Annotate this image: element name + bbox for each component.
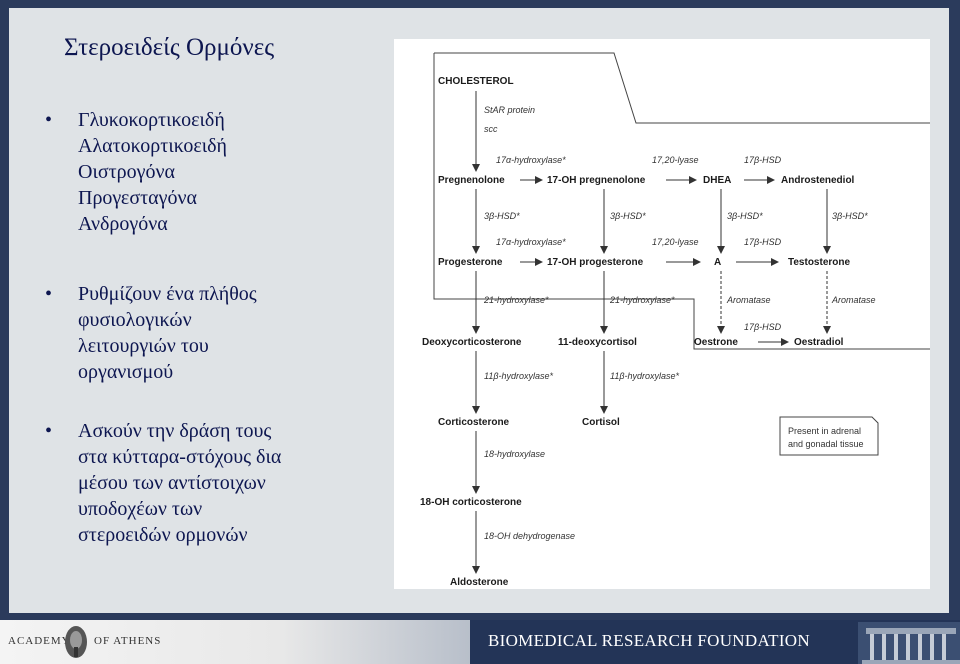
compound-a: A (714, 257, 721, 268)
legend-line: and gonadal tissue (788, 439, 864, 449)
bullet-line: Οιστρογόνα (78, 161, 175, 183)
enzyme-3b-hsd: 3β-HSD* (832, 211, 868, 221)
legend-line: Present in adrenal (788, 426, 861, 436)
enzyme-17a-hydroxylase: 17α-hydroxylase* (496, 155, 566, 165)
enzyme-17b-hsd: 17β-HSD (744, 155, 782, 165)
compound-aldosterone: Aldosterone (450, 577, 509, 588)
slide: Στεροειδείς Ορμόνες • Γλυκοκορτικοειδή Α… (9, 8, 949, 613)
enzyme-11b-hydroxylase: 11β-hydroxylase* (610, 371, 680, 381)
bullet-line: Ασκούν την δράση τους (78, 420, 272, 442)
compound-oestrone: Oestrone (694, 337, 738, 348)
enzyme-21-hydroxylase: 21-hydroxylase* (483, 295, 549, 305)
enzyme-aromatase: Aromatase (831, 295, 876, 305)
enzyme-21-hydroxylase: 21-hydroxylase* (609, 295, 675, 305)
compound-17oh-progesterone: 17-OH progesterone (547, 257, 644, 268)
slide-title: Στεροειδείς Ορμόνες (64, 34, 275, 61)
bullet-line: οργανισμού (78, 361, 174, 383)
enzyme-scc: scc (484, 124, 498, 134)
compound-testosterone: Testosterone (788, 257, 850, 268)
enzyme-18oh-dehydrogenase: 18-OH dehydrogenase (484, 531, 575, 541)
enzyme-aromatase: Aromatase (726, 295, 771, 305)
academy-text-left: ACADEMY (8, 635, 71, 647)
bullet-line: στεροειδών ορμονών (78, 524, 248, 546)
compound-cholesterol: CHOLESTEROL (438, 76, 514, 87)
bullet-symbol: • (45, 109, 53, 131)
diagram-svg: CHOLESTEROL Pregnenolone 17-OH pregnenol… (420, 52, 930, 588)
footer-bar: ACADEMY OF ATHENS BIOMEDICAL RESEARCH FO… (0, 620, 960, 664)
compound-cortisol: Cortisol (582, 417, 620, 428)
compound-progesterone: Progesterone (438, 257, 503, 268)
enzyme-18-hydroxylase: 18-hydroxylase (484, 449, 545, 459)
bullet-line: στα κύτταρα-στόχους δια (78, 446, 282, 468)
academy-text-right: OF ATHENS (94, 635, 162, 647)
enzyme-3b-hsd: 3β-HSD* (610, 211, 646, 221)
bullet-symbol: • (45, 420, 53, 442)
bullet-symbol: • (45, 283, 53, 305)
enzyme-17-20-lyase: 17,20-lyase (652, 237, 699, 247)
bullet-line: Προγεσταγόνα (78, 187, 197, 209)
compound-corticosterone: Corticosterone (438, 417, 510, 428)
academy-banner: ACADEMY OF ATHENS (0, 620, 470, 664)
enzyme-11b-hydroxylase: 11β-hydroxylase* (484, 371, 554, 381)
bullet-line: Ανδρογόνα (78, 213, 168, 235)
steroidogenesis-diagram: CHOLESTEROL Pregnenolone 17-OH pregnenol… (394, 39, 930, 589)
adrenal-gonadal-region-outline (433, 52, 930, 350)
athena-logo-icon (65, 626, 87, 658)
compound-deoxycorticosterone: Deoxycorticosterone (422, 337, 522, 348)
bullet-line: μέσου των αντίστοιχων (78, 472, 266, 494)
compound-18oh-corticosterone: 18-OH corticosterone (420, 497, 522, 508)
compound-dhea: DHEA (703, 175, 731, 186)
bullet-line: λειτουργιών του (78, 335, 209, 357)
bullet-line: φυσιολογικών (78, 309, 192, 331)
enzyme-star-protein: StAR protein (484, 105, 535, 115)
compound-oestradiol: Oestradiol (794, 337, 844, 348)
foundation-name: BIOMEDICAL RESEARCH FOUNDATION (488, 631, 810, 650)
enzyme-3b-hsd: 3β-HSD* (484, 211, 520, 221)
legend-box: Present in adrenal and gonadal tissue (779, 416, 879, 456)
enzyme-17b-hsd: 17β-HSD (744, 237, 782, 247)
bullet-line: Γλυκοκορτικοειδή (78, 109, 225, 131)
enzyme-3b-hsd: 3β-HSD* (727, 211, 763, 221)
bullet-line: υποδοχέων των (78, 498, 203, 520)
compound-pregnenolone: Pregnenolone (438, 175, 505, 186)
building-icon (858, 622, 960, 664)
enzyme-17-20-lyase: 17,20-lyase (652, 155, 699, 165)
bullet-line: Αλατοκορτικοειδή (78, 135, 227, 157)
compound-11-deoxycortisol: 11-deoxycortisol (558, 337, 637, 348)
enzyme-17a-hydroxylase: 17α-hydroxylase* (496, 237, 566, 247)
bullet-line: Ρυθμίζουν ένα πλήθος (78, 283, 257, 305)
compound-17oh-pregnenolone: 17-OH pregnenolone (547, 175, 646, 186)
compound-androstenediol: Androstenediol (781, 175, 855, 186)
enzyme-17b-hsd: 17β-HSD (744, 322, 782, 332)
